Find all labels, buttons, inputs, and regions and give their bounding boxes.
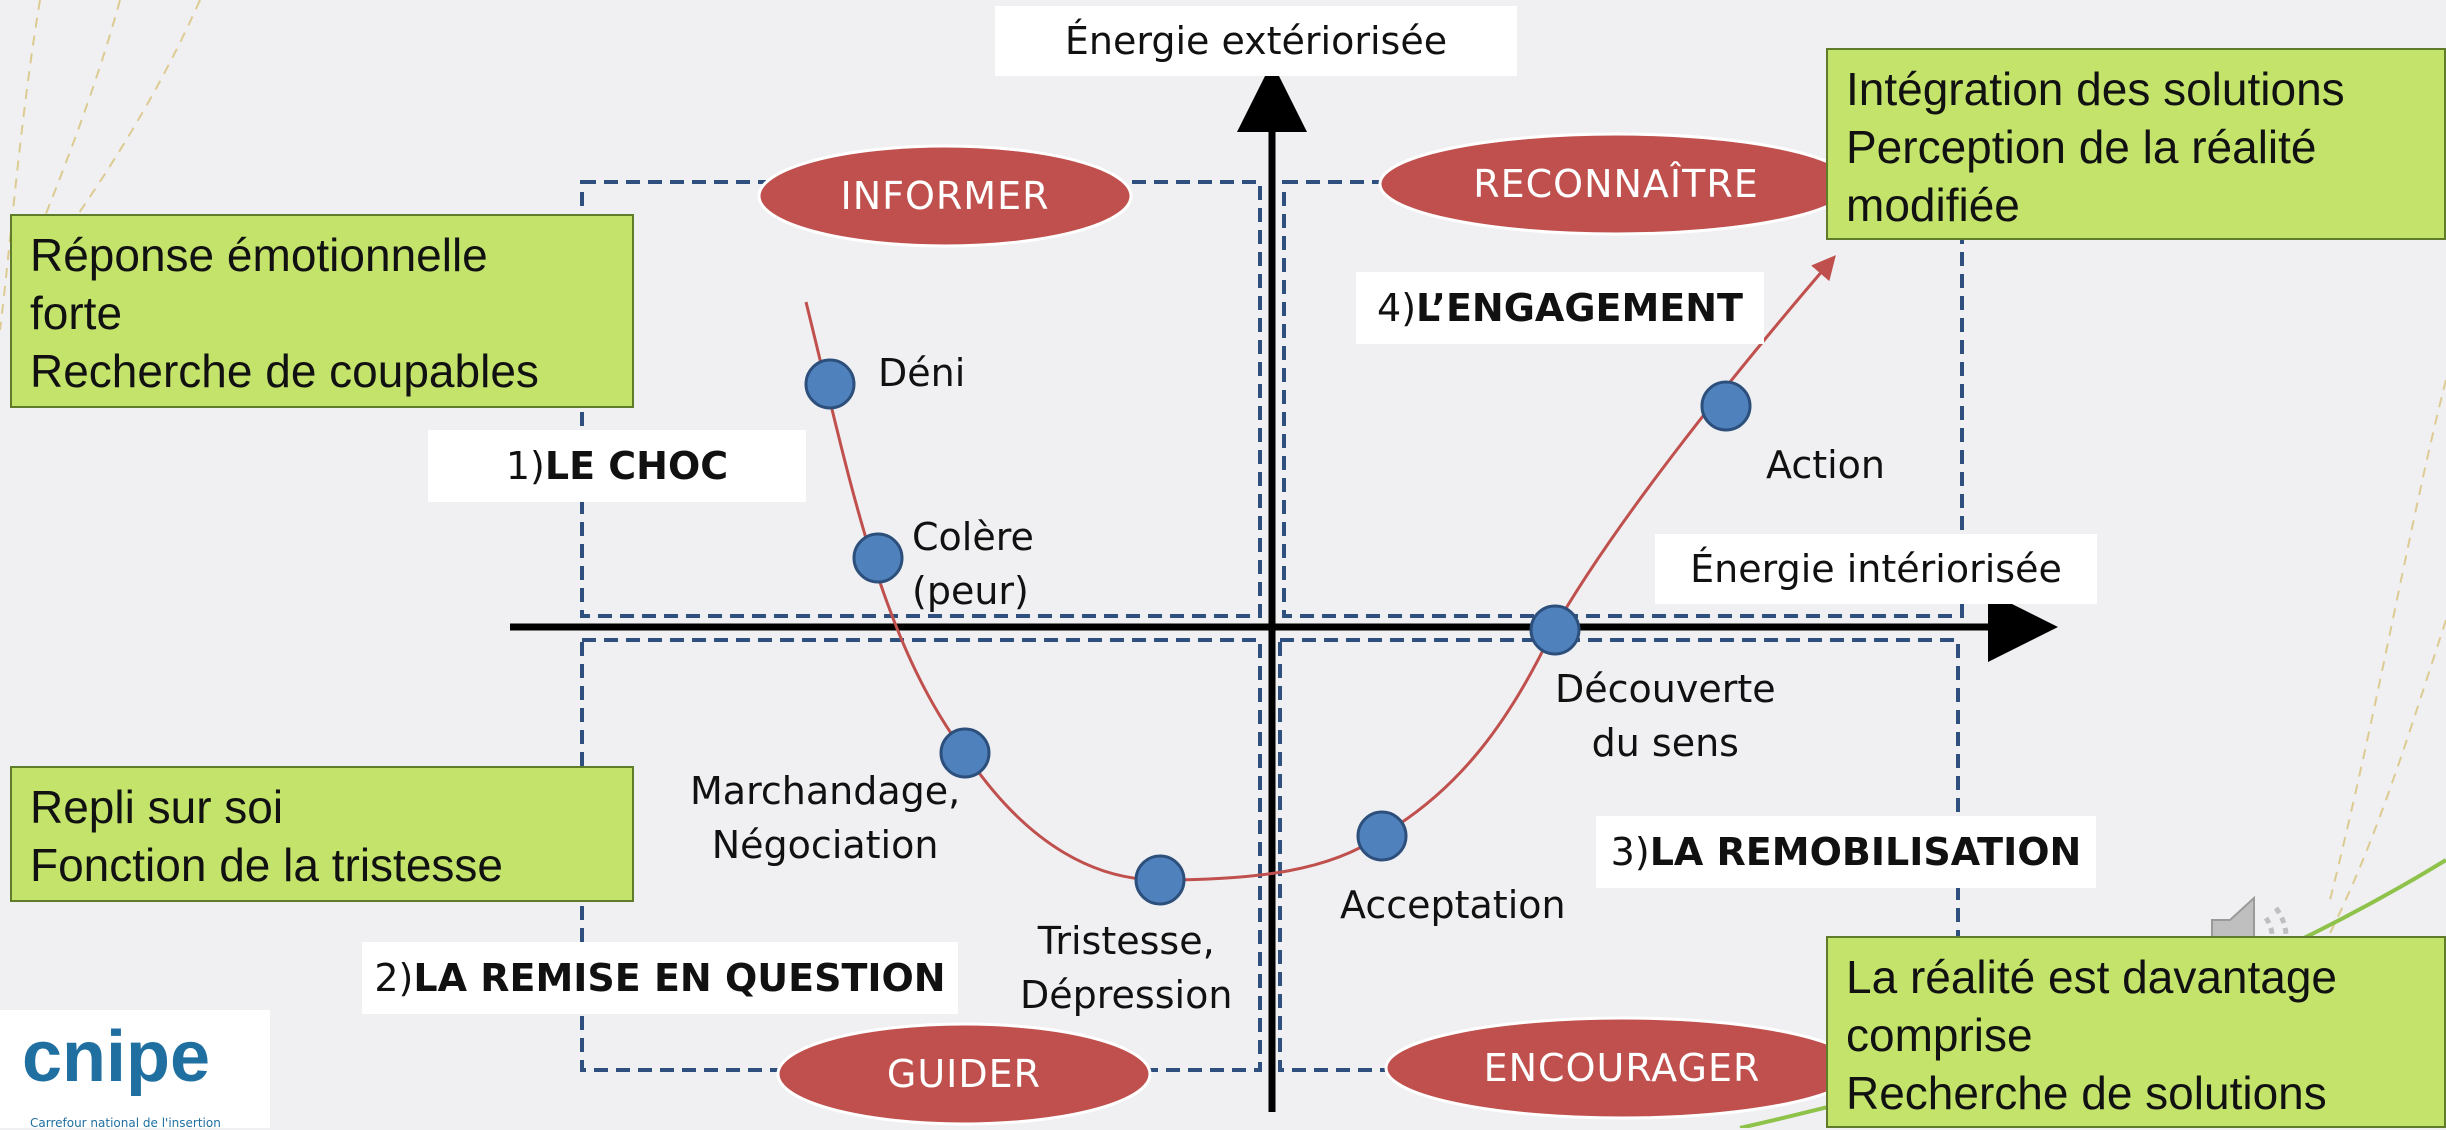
label-colere-line-2: (peur) <box>912 569 1029 613</box>
dot-action <box>1700 380 1752 432</box>
logo: cnipe Carrefour national de l'insertion <box>0 1010 270 1130</box>
label-decouverte-line-2: du sens <box>1591 721 1739 765</box>
note-top-right-line-2: Perception de la réalité <box>1846 121 2317 173</box>
label-marchandage: Marchandage, Négociation <box>690 764 960 872</box>
encourager-label: ENCOURAGER <box>1483 1046 1761 1090</box>
dot-decouverte <box>1529 604 1581 656</box>
ellipse-informer <box>757 144 1133 248</box>
label-tristesse-line-2: Dépression <box>1020 973 1233 1017</box>
informer-label: INFORMER <box>840 174 1050 218</box>
note-bottom-right-line-2: comprise <box>1846 1009 2033 1061</box>
phase-remise-number: 2) <box>374 956 414 1000</box>
logo-name: cnipe <box>22 1017 211 1097</box>
phase-choc: 1) LE CHOC <box>428 430 806 502</box>
dot-colere <box>852 532 904 584</box>
guider-label: GUIDER <box>886 1052 1042 1096</box>
phase-remise: 2) LA REMISE EN QUESTION <box>362 942 958 1014</box>
label-decouverte-line-1: Découverte <box>1555 667 1776 711</box>
label-acceptation: Acceptation <box>1340 883 1566 927</box>
label-marchandage-line-1: Marchandage, <box>690 769 961 813</box>
phase-remise-title: LA REMISE EN QUESTION <box>413 956 946 1000</box>
note-bottom-right-line-1: La réalité est davantage <box>1846 951 2338 1003</box>
phase-engagement-number: 4) <box>1377 286 1417 330</box>
label-tristesse: Tristesse, Dépression <box>1020 914 1232 1022</box>
dot-acceptation <box>1356 810 1408 862</box>
phase-engagement-title: L’ENGAGEMENT <box>1416 286 1743 330</box>
horizontal-axis-label: Énergie intériorisée <box>1655 534 2097 604</box>
label-deni: Déni <box>878 351 966 395</box>
phase-choc-title: LE CHOC <box>544 444 729 488</box>
label-tristesse-line-1: Tristesse, <box>1037 919 1215 963</box>
dot-deni <box>804 358 856 410</box>
phase-remob-title: LA REMOBILISATION <box>1649 830 2082 874</box>
note-top-right-line-1: Intégration des solutions <box>1846 63 2345 115</box>
label-decouverte: Découverte du sens <box>1555 662 1776 770</box>
label-colere: Colère (peur) <box>912 510 1034 618</box>
note-top-right: Intégration des solutions Perception de … <box>1826 48 2446 240</box>
dot-tristesse <box>1134 854 1186 906</box>
note-top-left: Réponse émotionnelle forte Recherche de … <box>10 214 634 408</box>
phase-engagement: 4) L’ENGAGEMENT <box>1356 272 1764 344</box>
note-bottom-right-line-3: Recherche de solutions <box>1846 1067 2327 1119</box>
note-bottom-left-line-1: Repli sur soi <box>30 781 284 833</box>
label-action: Action <box>1766 443 1886 487</box>
phase-choc-number: 1) <box>505 444 545 488</box>
phase-remob-number: 3) <box>1610 830 1650 874</box>
note-bottom-left-line-2: Fonction de la tristesse <box>30 839 504 891</box>
stage-dots <box>804 358 1752 906</box>
note-top-left-line-1: Réponse émotionnelle <box>30 229 488 281</box>
decorative-lines <box>0 0 2446 1021</box>
change-curve <box>804 255 1836 882</box>
note-bottom-right: La réalité est davantage comprise Recher… <box>1826 936 2446 1128</box>
label-colere-line-1: Colère <box>912 515 1034 559</box>
phase-remobilisation: 3) LA REMOBILISATION <box>1596 816 2096 888</box>
note-top-left-line-2: forte <box>30 287 123 339</box>
vertical-axis-label: Énergie extériorisée <box>995 6 1517 76</box>
action-ellipses <box>757 132 1860 1126</box>
reconnaitre-label: RECONNAÎTRE <box>1473 162 1759 206</box>
note-bottom-left: Repli sur soi Fonction de la tristesse <box>10 766 634 902</box>
note-top-right-line-3: modifiée <box>1846 179 2020 231</box>
logo-subtitle: Carrefour national de l'insertion <box>30 1116 221 1130</box>
ellipse-guider <box>776 1022 1152 1126</box>
note-top-left-line-3: Recherche de coupables <box>30 345 539 397</box>
dot-marchandage <box>939 727 991 779</box>
label-marchandage-line-2: Négociation <box>711 823 939 867</box>
quadrant-bottom-left <box>580 638 1262 1072</box>
